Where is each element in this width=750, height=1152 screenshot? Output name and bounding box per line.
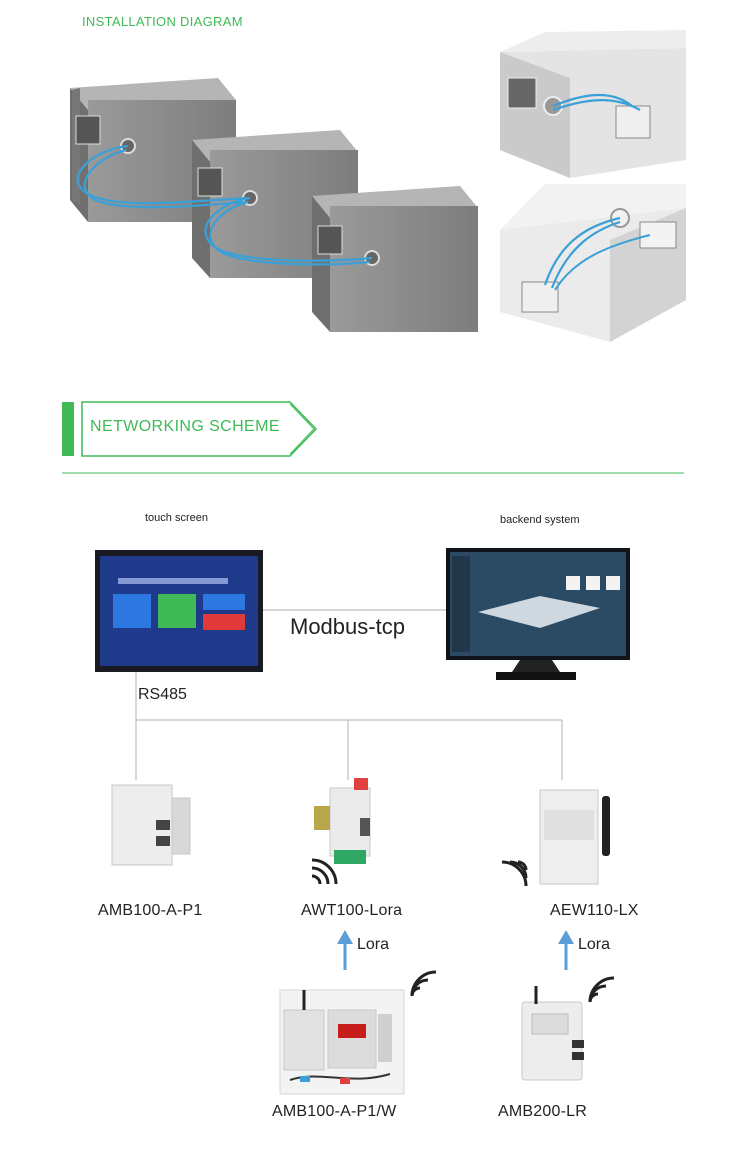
installation-title: INSTALLATION DIAGRAM — [82, 14, 243, 29]
lora-link-label-2: Lora — [578, 936, 611, 953]
touch-screen-device — [95, 550, 263, 672]
device-awt100-lora — [314, 778, 371, 864]
backend-monitor — [446, 548, 630, 680]
cabinet-cables — [76, 144, 373, 266]
device-amb100-a-p1 — [111, 784, 191, 866]
wireless-signal-icon — [311, 858, 338, 885]
meter-icon — [197, 167, 223, 197]
meter-icon — [507, 77, 537, 109]
networking-banner — [62, 401, 684, 474]
meter-icon — [639, 221, 677, 249]
device-aew110-lx — [539, 789, 610, 885]
wireless-signal-icon — [501, 860, 528, 887]
network-wiring — [135, 609, 563, 780]
cabinet-1 — [70, 78, 236, 222]
lora-link-label-1: Lora — [357, 936, 390, 953]
device-amb100-a-p1-w — [279, 989, 405, 1095]
meter-icon — [317, 225, 343, 255]
device-label-amb100-a-p1-w: AMB100-A-P1/W — [272, 1103, 397, 1120]
wireless-signal-icon — [588, 976, 615, 1003]
wireless-signal-icon — [410, 970, 437, 997]
device-label-amb200-lr: AMB200-LR — [498, 1103, 587, 1120]
sensor-module-icon — [615, 105, 651, 139]
detail-box-top — [500, 30, 686, 178]
device-label-amb100-a-p1: AMB100-A-P1 — [98, 902, 203, 919]
device-label-awt100-lora: AWT100-Lora — [301, 902, 403, 919]
bus-label: RS485 — [138, 686, 187, 703]
cabinet-3 — [312, 186, 478, 332]
detail-box-bottom — [500, 184, 686, 342]
lora-arrow-1 — [337, 930, 353, 970]
protocol-label: Modbus-tcp — [290, 614, 405, 639]
lora-arrow-2 — [558, 930, 574, 970]
device-amb200-lr — [521, 986, 584, 1081]
backend-system-label: backend system — [500, 514, 580, 526]
touch-screen-label: touch screen — [145, 512, 208, 524]
networking-title: NETWORKING SCHEME — [90, 418, 280, 435]
meter-icon — [75, 115, 101, 145]
device-label-aew110-lx: AEW110-LX — [550, 902, 639, 919]
